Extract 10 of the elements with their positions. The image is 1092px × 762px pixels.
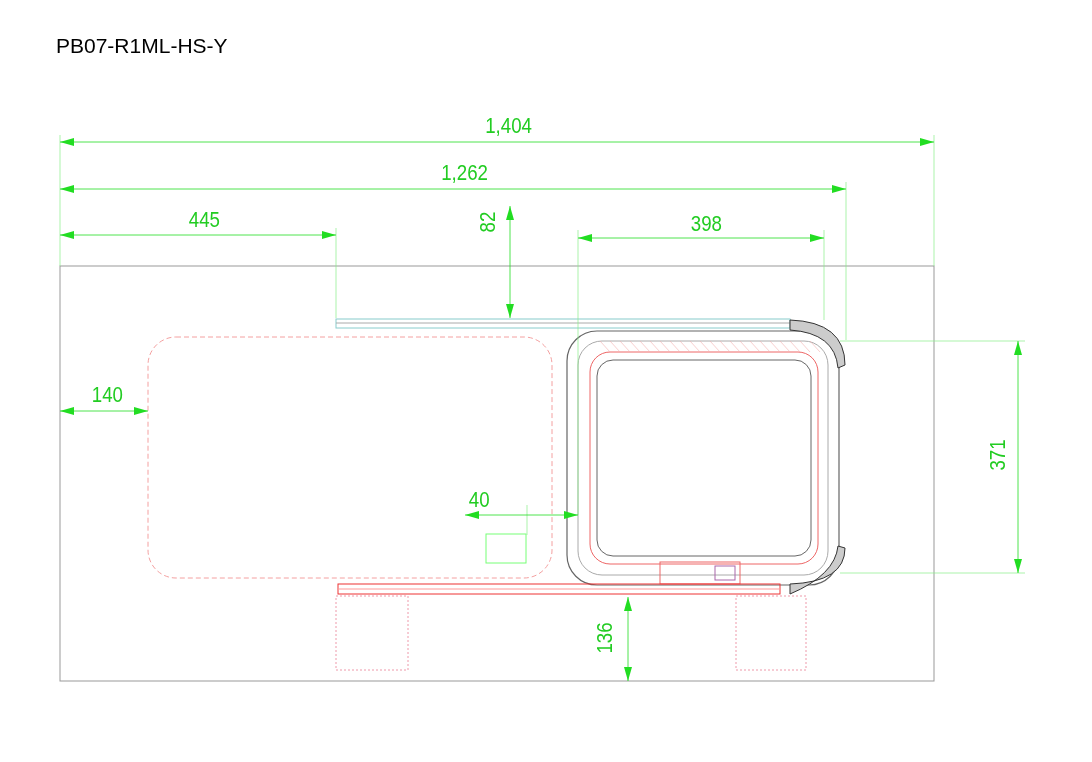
- dimension-label: 82: [477, 211, 500, 233]
- dimension-label: 40: [468, 489, 490, 511]
- dimension-label: 1,262: [440, 162, 488, 184]
- dimension-label: 371: [986, 439, 1009, 471]
- dimension-label: 445: [188, 209, 220, 231]
- dimension-label: 398: [690, 213, 722, 235]
- drawing-title: PB07-R1ML-HS-Y: [56, 34, 228, 58]
- dimension-label: 136: [593, 622, 616, 654]
- dimension-label: 140: [91, 384, 123, 406]
- dimension-label: 1,404: [484, 115, 532, 137]
